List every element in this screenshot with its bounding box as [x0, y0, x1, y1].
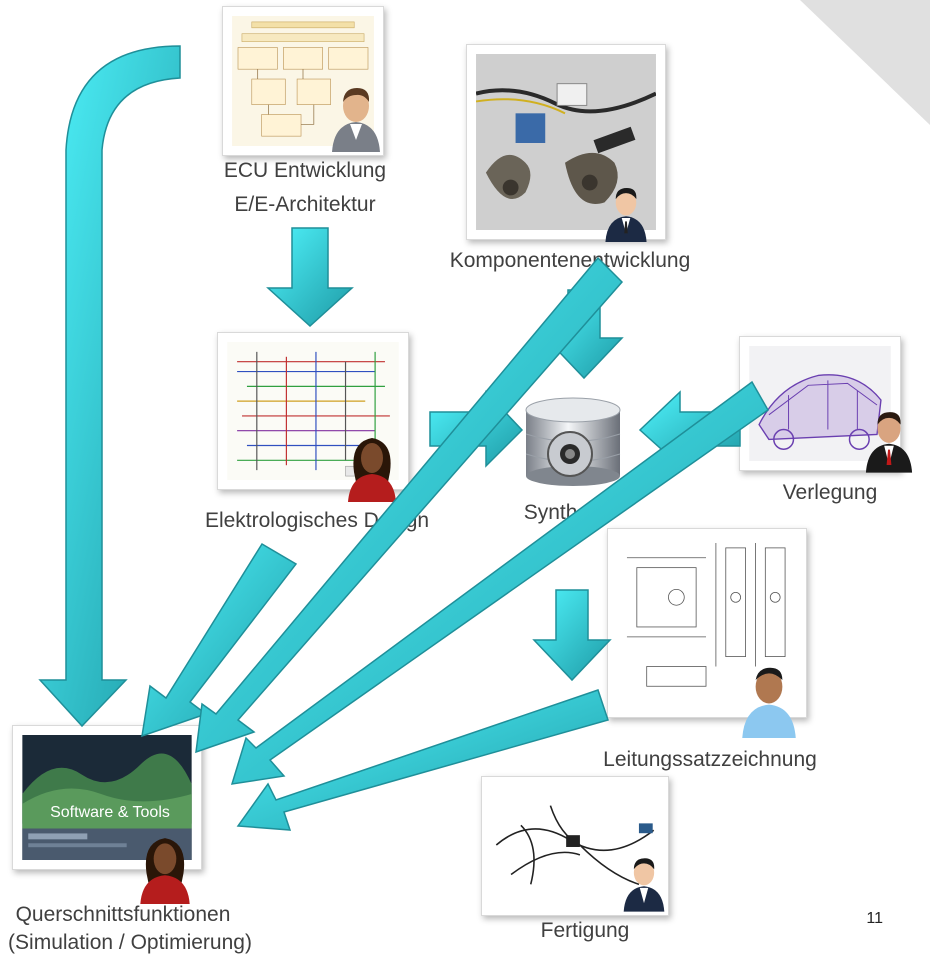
- woman-avatar-icon-2: [140, 838, 190, 904]
- man-red-tie-icon: [865, 412, 913, 473]
- components-label: Komponentenentwicklung: [449, 249, 691, 272]
- vehicle-routing-image: [739, 336, 901, 471]
- page-number: 11: [866, 910, 883, 927]
- corner-decoration: [800, 0, 930, 125]
- arrow-elektro-to-synthesis: [429, 390, 524, 468]
- electrical-design-label: Elektrologisches Design: [204, 509, 430, 532]
- cross-functions-label-line1: Querschnittsfunktionen: [15, 903, 231, 926]
- man-casual-icon: [742, 667, 796, 738]
- synthesis-label: Synthese: [523, 501, 612, 524]
- manufacturing-label: Fertigung: [540, 919, 630, 942]
- database-gear-icon: [525, 397, 621, 486]
- woman-avatar-icon: [348, 438, 396, 502]
- arrow-routing-to-synthesis: [638, 390, 741, 468]
- man-suit-icon: [605, 188, 647, 242]
- arrow-elektro-to-software: [141, 542, 298, 738]
- man-avatar-icon: [332, 88, 380, 152]
- ecu-label-line2: E/E-Architektur: [234, 193, 376, 216]
- arrow-components-to-synthesis: [544, 289, 624, 380]
- ecu-diagram-image: [222, 6, 384, 156]
- arrow-ecu-to-software: [38, 45, 181, 728]
- man-suit-icon-2: [623, 858, 665, 912]
- software-tools-text: Software & Tools: [50, 804, 170, 821]
- routing-label: Verlegung: [782, 481, 878, 504]
- ecu-label-line1: ECU Entwicklung: [223, 159, 387, 182]
- harness-drawing-label: Leitungssatzzeichnung: [603, 748, 817, 771]
- arrow-synthesis-to-drawing: [532, 589, 612, 682]
- cross-functions-label-line2: (Simulation / Optimierung): [8, 931, 252, 954]
- arrow-ecu-to-elektro: [266, 227, 354, 328]
